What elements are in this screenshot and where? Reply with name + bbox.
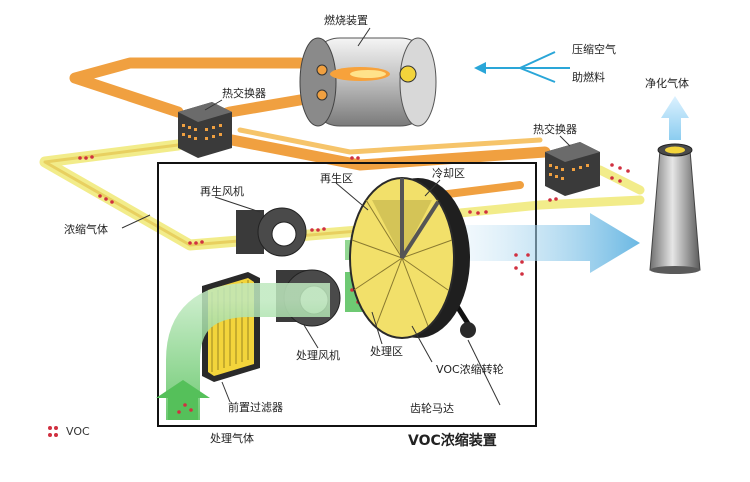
purified-gas-stack [649,143,701,274]
combustion-unit [299,37,437,127]
legend-voc-dots [48,426,58,437]
label-fuel: 助燃料 [572,71,605,84]
device-title: VOC浓缩装置 [408,433,497,449]
label-heat-exchanger-right: 热交换器 [533,123,577,136]
voc-rotor [349,177,470,339]
voc-device-frame [157,162,537,427]
label-compressed-air: 压缩空气 [572,43,616,56]
compressed-air-arrow [474,51,570,83]
label-process-fan: 处理风机 [296,349,340,362]
label-regen-fan: 再生风机 [200,185,244,198]
label-regen-zone: 再生区 [320,172,353,185]
label-combustion: 燃烧装置 [324,14,368,27]
leader-lines [121,27,571,406]
label-pre-filter: 前置过滤器 [228,401,283,414]
label-process-zone: 处理区 [370,345,403,358]
label-process-gas: 处理气体 [210,432,254,445]
legend-voc-label: VOC [66,425,90,438]
purified-gas-arrow [661,96,689,140]
label-cooling-zone: 冷却区 [432,167,465,180]
heat-exchanger-right [545,142,600,196]
label-heat-exchanger-left: 热交换器 [222,87,266,100]
regen-fan [236,207,307,257]
voc-dots [78,155,630,245]
label-purified-gas: 净化气体 [645,77,689,90]
label-gear-motor: 齿轮马达 [410,402,454,415]
label-voc-rotor: VOC浓缩转轮 [436,363,504,376]
heat-exchanger-left [178,102,232,158]
label-concentrated-gas: 浓缩气体 [64,223,108,236]
